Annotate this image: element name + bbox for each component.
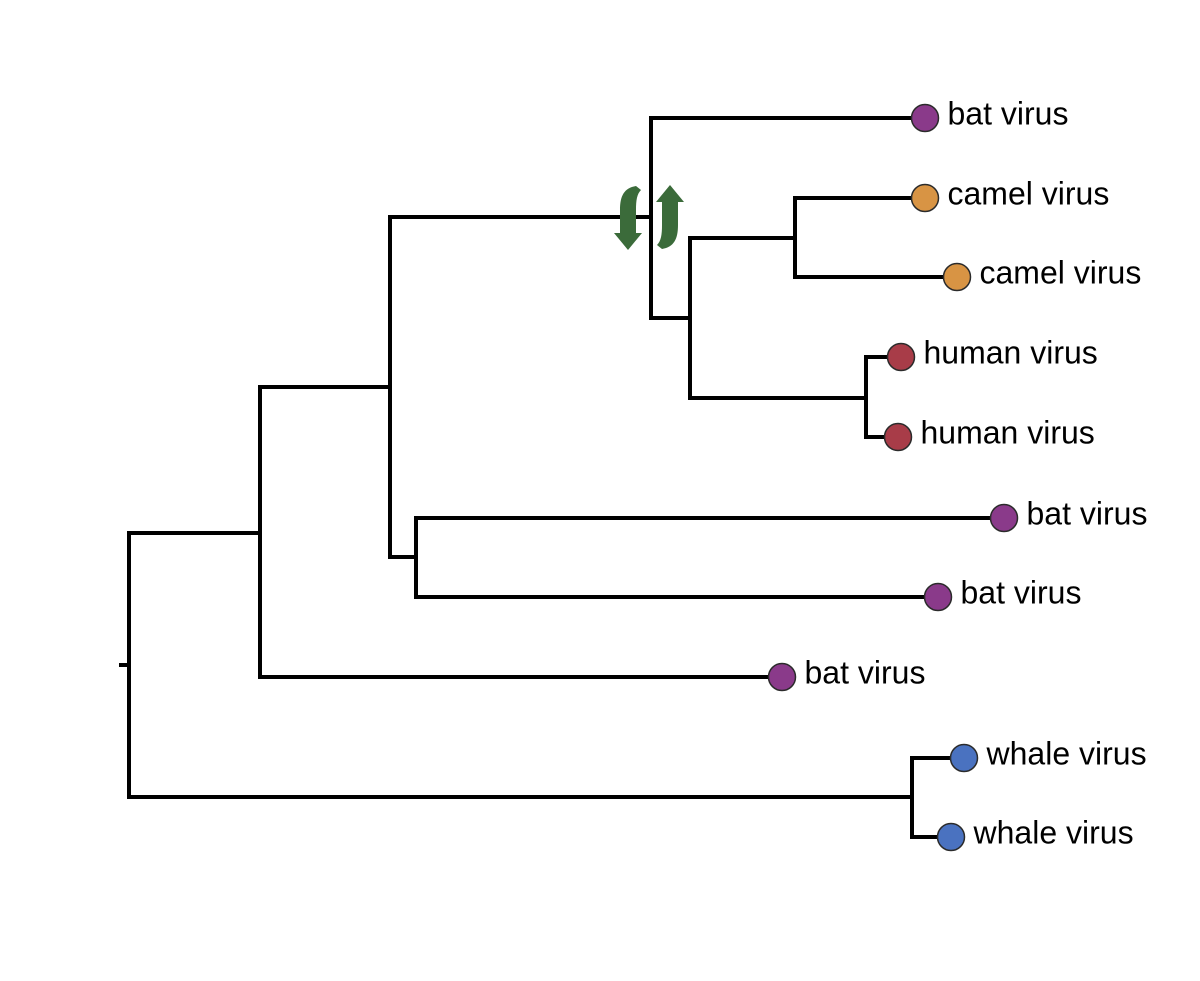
down-arrow-icon — [614, 186, 642, 250]
tree-tips: bat virus camel virus camel virus human vir… — [767, 95, 1148, 852]
branch-node-b — [388, 215, 653, 559]
bat-host-dot — [923, 582, 953, 612]
tip-camel-2: camel virus — [942, 254, 1142, 292]
tip-human-1: human virus — [886, 334, 1098, 372]
human-host-dot — [883, 422, 913, 452]
branch-human-clade — [864, 355, 903, 439]
tip-label: bat virus — [805, 654, 926, 690]
tip-label: whale virus — [986, 735, 1147, 771]
bat-host-dot — [767, 662, 797, 692]
tip-label: camel virus — [980, 254, 1142, 290]
tip-label: bat virus — [1027, 495, 1148, 531]
branch-camel-clade — [793, 196, 959, 279]
tip-whale-1: whale virus — [949, 735, 1147, 773]
camel-host-dot — [910, 183, 940, 213]
tip-whale-2: whale virus — [936, 814, 1134, 852]
branch-root — [127, 531, 914, 799]
tip-label: camel virus — [948, 175, 1110, 211]
branch-whale-clade — [910, 756, 966, 839]
branch-node-d — [688, 236, 868, 400]
human-host-dot — [886, 342, 916, 372]
camel-host-dot — [942, 262, 972, 292]
branch-node-c — [649, 116, 927, 320]
swap-arrows-icon — [614, 185, 684, 250]
branch-node-a — [258, 385, 784, 679]
tip-label: human virus — [921, 414, 1095, 450]
up-arrow-icon — [656, 185, 684, 249]
tip-bat-3: bat virus — [923, 574, 1082, 612]
tip-label: bat virus — [961, 574, 1082, 610]
whale-host-dot — [949, 743, 979, 773]
bat-host-dot — [910, 103, 940, 133]
tip-human-2: human virus — [883, 414, 1095, 452]
tip-bat-2: bat virus — [989, 495, 1148, 533]
bat-host-dot — [989, 503, 1019, 533]
tip-bat-4: bat virus — [767, 654, 926, 692]
whale-host-dot — [936, 822, 966, 852]
tip-label: bat virus — [948, 95, 1069, 131]
tree-branches — [119, 116, 1006, 839]
tip-label: human virus — [924, 334, 1098, 370]
tip-label: whale virus — [973, 814, 1134, 850]
branch-bat-pair — [414, 516, 1006, 599]
tip-camel-1: camel virus — [910, 175, 1110, 213]
tip-bat-1: bat virus — [910, 95, 1069, 133]
